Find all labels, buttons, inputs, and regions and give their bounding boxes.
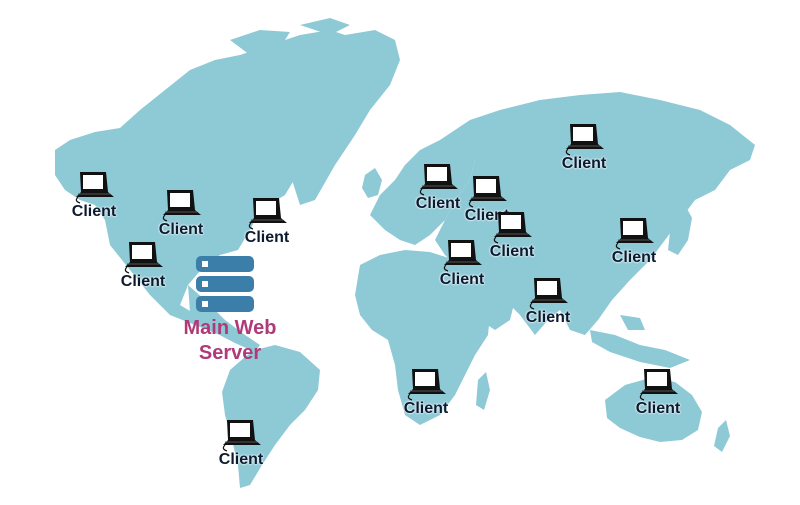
client-canada: Client (146, 188, 216, 238)
client-label: Client (525, 309, 571, 326)
laptop-icon (639, 369, 678, 401)
laptop-icon (529, 278, 568, 310)
client-label: Client (71, 203, 117, 220)
laptop-icon (248, 198, 287, 230)
client-label: Client (218, 451, 264, 468)
madagascar-landmass (476, 372, 490, 410)
client-southern-africa: Client (391, 367, 461, 417)
south-america-landmass (222, 345, 320, 488)
new-zealand-landmass (714, 420, 730, 452)
server-stack-icon (196, 256, 254, 312)
server-label-line1: Main Web (183, 317, 277, 339)
client-australia: Client (623, 367, 693, 417)
client-siberia: Client (549, 122, 619, 172)
laptop-icon (468, 176, 507, 208)
laptop-icon (565, 124, 604, 156)
southeast-asia-islands (590, 315, 690, 368)
arctic-islands (230, 18, 350, 55)
client-label: Client (158, 221, 204, 238)
client-label: Client (561, 155, 607, 172)
client-russia-west: Client (452, 174, 522, 224)
laptop-icon (162, 190, 201, 222)
uk-landmass (362, 168, 382, 198)
client-scandinavia: Client (403, 162, 473, 212)
laptop-icon (493, 212, 532, 244)
japan-landmass (668, 205, 692, 255)
client-label: Client (439, 271, 485, 288)
asia-landmass (435, 92, 755, 335)
client-label: Client (415, 195, 461, 212)
client-label: Client (120, 273, 166, 290)
laptop-icon (615, 218, 654, 250)
africa-landmass (355, 250, 490, 425)
client-india: Client (513, 276, 583, 326)
client-central-asia: Client (477, 210, 547, 260)
client-label: Client (489, 243, 535, 260)
client-label: Client (611, 249, 657, 266)
client-usa-west: Client (108, 240, 178, 290)
laptop-icon (222, 420, 261, 452)
client-label: Client (244, 229, 290, 246)
client-alaska: Client (59, 170, 129, 220)
laptop-icon (124, 242, 163, 274)
server-label-line2: Server (198, 342, 262, 364)
client-label: Client (403, 400, 449, 417)
europe-landmass (370, 135, 480, 245)
laptop-icon (407, 369, 446, 401)
client-east-asia: Client (599, 216, 669, 266)
laptop-icon (419, 164, 458, 196)
client-label: Client (635, 400, 681, 417)
client-middle-east: Client (427, 238, 497, 288)
laptop-icon (443, 240, 482, 272)
client-south-america: Client (206, 418, 276, 468)
greenland-landmass (285, 30, 400, 205)
server-label: Main Web Server (150, 316, 310, 366)
laptop-icon (75, 172, 114, 204)
client-quebec: Client (232, 196, 302, 246)
client-label: Client (464, 207, 510, 224)
